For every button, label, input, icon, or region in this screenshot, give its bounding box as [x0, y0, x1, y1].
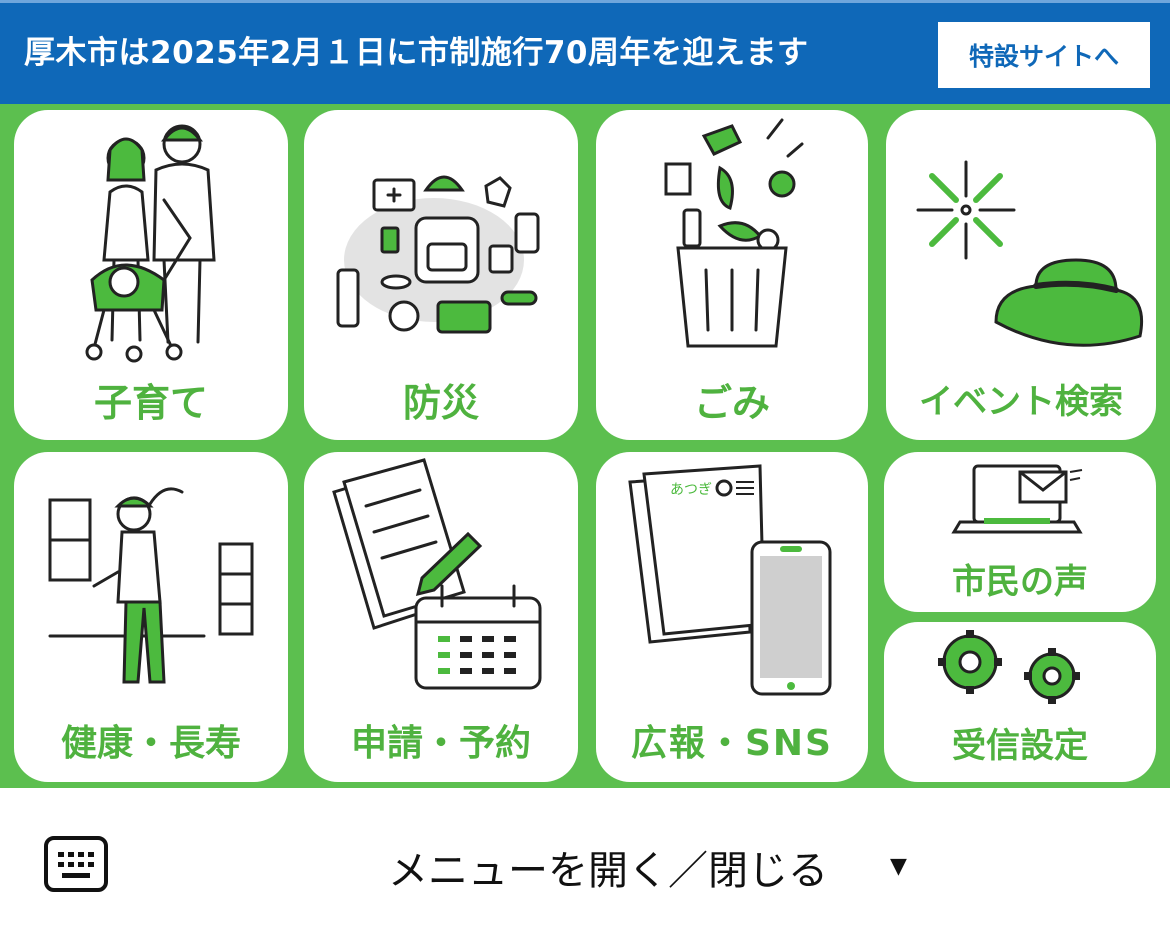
tile-label: 市民の声: [952, 562, 1088, 602]
newsletter-phone-icon: あつぎ: [628, 464, 832, 696]
tile-application-reservation[interactable]: 申請・予約: [304, 452, 578, 782]
tile-garbage[interactable]: ごみ: [596, 110, 868, 440]
menu-bar[interactable]: [0, 788, 1170, 944]
tile-label: ごみ: [693, 381, 770, 425]
laptop-mail-icon: [951, 464, 1083, 534]
menu-toggle-label[interactable]: メニューを開く／閉じる: [388, 848, 828, 894]
fireworks-hat-icon: [916, 160, 1144, 347]
newsletter-title: あつぎ: [670, 482, 712, 498]
tile-label: 子育て: [93, 381, 208, 425]
special-site-button[interactable]: 特設サイトへ: [936, 20, 1152, 90]
tile-label: 広報・SNS: [631, 723, 833, 764]
tile-pr-sns[interactable]: あつぎ 広報・SNS: [596, 452, 868, 782]
tile-label: 健康・長寿: [60, 723, 241, 764]
banner-text: 厚木市は2025年2月１日に市制施行70周年を迎えます: [24, 35, 809, 71]
tile-event-search[interactable]: イベント検索: [886, 110, 1156, 440]
emergency-kit-icon: [336, 175, 540, 334]
tile-label: 申請・予約: [350, 723, 531, 764]
tile-health-longevity[interactable]: 健康・長寿: [14, 452, 288, 782]
tile-label: 防災: [402, 381, 479, 425]
tile-notification-settings[interactable]: 受信設定: [884, 622, 1156, 782]
stretching-person-icon: [48, 487, 254, 684]
family-stroller-icon: [85, 124, 216, 363]
tile-citizens-voice[interactable]: 市民の声: [884, 452, 1156, 612]
trash-can-icon: [664, 118, 804, 348]
tile-disaster-prevention[interactable]: 防災: [304, 110, 578, 440]
keyboard-icon[interactable]: [44, 836, 108, 892]
gears-icon: [938, 630, 1080, 704]
anniversary-banner[interactable]: 厚木市は2025年2月１日に市制施行70周年を迎えます 特設サイトへ: [0, 0, 1170, 104]
document-calendar-icon: [332, 458, 542, 690]
tile-childcare[interactable]: 子育て: [14, 110, 288, 440]
rich-menu-grid: 子育て 防災: [0, 104, 1170, 788]
tile-label: イベント検索: [919, 382, 1123, 422]
triangle-down-icon[interactable]: ▼: [890, 854, 907, 879]
tile-label: 受信設定: [952, 726, 1088, 766]
